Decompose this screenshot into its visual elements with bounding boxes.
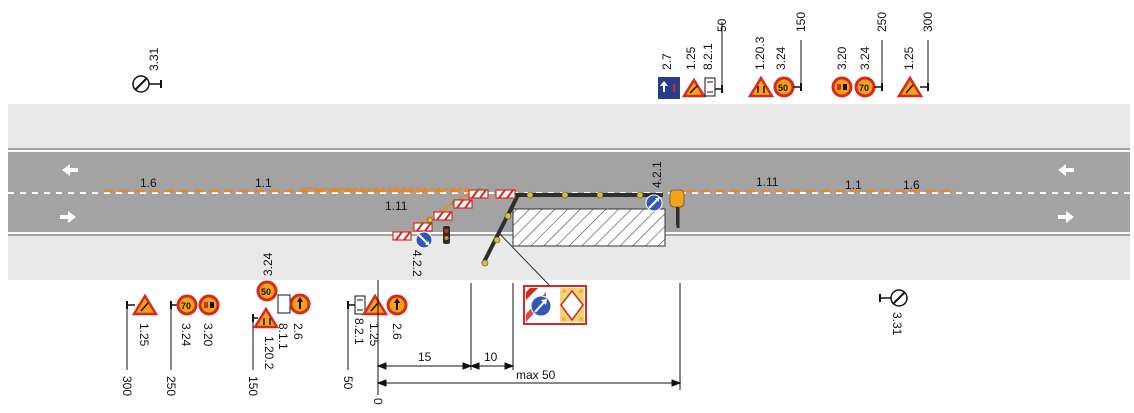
end-of-restrictions-sign-icon: [132, 75, 162, 93]
barrier-board: [495, 189, 516, 199]
barrier-board: [392, 231, 412, 241]
distance-plate-icon: [704, 77, 716, 97]
distance-label: 250: [875, 12, 889, 32]
barrier-board: [468, 189, 489, 199]
shoulder-top: [8, 104, 1130, 148]
sign-group-bottom-1: 1.25 300: [120, 293, 159, 396]
priority-sign-icon: [658, 77, 680, 99]
sign-label: 8.2.1: [701, 43, 715, 70]
sign-label: 2.6: [291, 323, 305, 340]
marking-label: 1.11: [385, 199, 408, 213]
sign-label: 3.24: [261, 252, 275, 276]
sign-group-top-2: 50 1.20.3 3.24 150: [747, 12, 808, 98]
road-works-sign-icon: [681, 77, 707, 98]
sign-label: 1.25: [902, 46, 916, 70]
barrier-board: [433, 211, 453, 221]
direction-arrow-left-icon: [62, 164, 78, 176]
work-area: [512, 208, 666, 247]
direction-arrow-right-icon: [60, 211, 76, 223]
dimension-label: 0: [371, 398, 385, 405]
no-overtaking-sign-icon: [831, 76, 853, 98]
distance-label: 300: [120, 376, 134, 396]
road: [8, 104, 1130, 280]
narrowing-sign-icon: [252, 306, 280, 329]
traffic-light-icon: [443, 226, 450, 244]
sign-group-top-3: 70 3.20 3.24 250: [831, 12, 889, 98]
sign-label: 3.24: [774, 46, 788, 70]
warning-lamp-icon: [669, 189, 685, 225]
marking-label: 1.6: [140, 176, 157, 190]
road-works-sign-icon: [896, 75, 924, 98]
speed-limit-sign-icon: 70: [854, 76, 876, 98]
distance-label: 150: [794, 12, 808, 32]
detail-board: [523, 285, 587, 325]
sign-label: 3.20: [835, 46, 849, 70]
marking-label: 1.1: [845, 178, 862, 192]
sign-label: 3.31: [147, 47, 161, 71]
sign-label: 3.24: [858, 46, 872, 70]
dimension-label: 10: [484, 350, 498, 364]
distance-label: 300: [921, 12, 935, 32]
end-of-restrictions-sign-icon: [879, 289, 908, 307]
distance-plate-icon: [354, 295, 366, 315]
sign-label: 1.20.3: [753, 36, 767, 70]
speed-value: 50: [778, 83, 788, 93]
no-overtaking-sign-icon: [198, 294, 220, 316]
speed-value: 50: [261, 287, 271, 297]
road-works-sign-icon: [131, 293, 159, 316]
marking-labels: 1.6 1.1 1.11 1.11 1.1 1.6: [140, 175, 920, 213]
distance-label: 50: [341, 376, 355, 390]
sign-group-bottom-2: 70 3.24 3.20 250: [164, 294, 220, 396]
sign-label: 4.2.2: [410, 250, 424, 277]
keep-right-sign-icon: [415, 231, 433, 249]
sign-group-top-1: 2.7 1.25 8.2.1 50: [658, 18, 729, 99]
sign-group-top-4: 1.25 300: [896, 12, 935, 98]
distance-label: 250: [164, 376, 178, 396]
marking-label: 1.6: [903, 178, 920, 192]
work-zone: [392, 188, 685, 325]
priority-oncoming-sign-icon: [289, 293, 311, 315]
sign-label: 2.6: [390, 323, 404, 340]
sign-label: 3.31: [890, 312, 904, 336]
sign-group-top-left: 3.31: [132, 47, 162, 93]
distance-label: 150: [246, 376, 260, 396]
dimension-label: max 50: [516, 368, 556, 382]
sign-group-bottom-3: 3.24 50 2.6 8.1.1 1.20.2 150: [246, 252, 311, 396]
sign-label: 1.20.2: [262, 336, 276, 370]
dimension-label: 15: [418, 350, 432, 364]
speed-limit-sign-icon: 70: [176, 294, 198, 316]
barrier-taper: [481, 194, 520, 265]
sign-group-bottom-right: 3.31: [879, 289, 908, 336]
keep-left-sign-icon: [645, 194, 663, 212]
direction-arrow-left-icon: [1058, 164, 1074, 176]
sign-label: 8.1.1: [276, 323, 290, 350]
sign-label: 3.20: [201, 323, 215, 347]
barrier-board: [453, 199, 473, 209]
speed-value: 70: [859, 83, 869, 93]
sign-label: 3.24: [179, 323, 193, 347]
distance-label: 50: [715, 18, 729, 32]
sign-label: 1.25: [684, 46, 698, 70]
speed-limit-sign-icon: 50: [773, 76, 795, 98]
marking-label: 1.11: [756, 175, 779, 189]
direction-arrow-right-icon: [1058, 211, 1074, 223]
marking-label: 1.1: [255, 176, 272, 190]
sign-label: 2.7: [660, 53, 674, 70]
callout-line: [497, 231, 551, 287]
road-works-sign-icon: [361, 293, 389, 316]
sign-label: 8.2.1: [352, 318, 366, 345]
speed-limit-sign-icon: 50: [256, 280, 278, 302]
sign-label: 1.25: [367, 323, 381, 347]
sign-label: 1.25: [137, 323, 151, 347]
priority-oncoming-sign-icon: [386, 294, 408, 316]
narrowing-sign-icon: [747, 75, 775, 98]
speed-value: 70: [181, 301, 191, 311]
sign-label: 4.2.1: [650, 161, 664, 188]
dimensions: [376, 280, 682, 395]
sign-group-bottom-4: 8.2.1 1.25 2.6 50: [341, 293, 408, 390]
distance-plate-icon: [277, 294, 291, 314]
barrier-board: [413, 222, 433, 232]
